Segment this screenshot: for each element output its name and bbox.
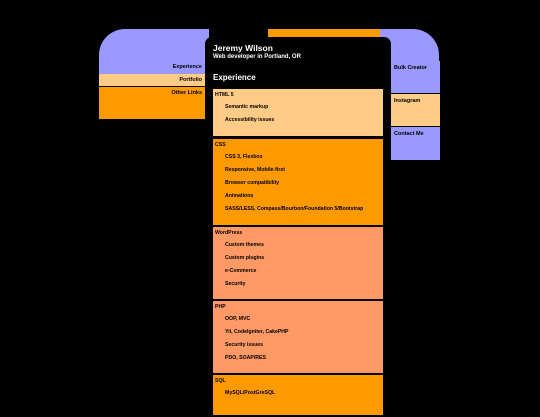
skill-section-title: CSS xyxy=(215,142,226,148)
skill-item: Yii, CodeIgniter, CakePHP xyxy=(225,329,289,335)
page-title: Jeremy Wilson xyxy=(213,43,273,53)
page-subtitle: Web developer in Portland, OR xyxy=(213,54,301,60)
nav-item-instagram[interactable]: Instagram xyxy=(391,94,440,126)
frame-bar-top xyxy=(268,29,380,39)
skill-item: PDO, SOAP/RES xyxy=(225,355,266,361)
skill-item: OOP, MVC xyxy=(225,316,251,322)
skill-section-php: PHP OOP, MVC Yii, CodeIgniter, CakePHP Secu… xyxy=(213,301,383,373)
skill-item: Custom themes xyxy=(225,242,264,248)
section-heading: Experience xyxy=(213,73,256,82)
skill-item: Responsive, Mobile-first xyxy=(225,167,285,173)
skill-item: CSS 3, Flexbox xyxy=(225,154,263,160)
skill-item: Animations xyxy=(225,193,254,199)
skill-item: Accessibility issues xyxy=(225,117,275,123)
nav-item-bulk-creator[interactable]: Bulk Creator xyxy=(391,61,440,93)
skill-section-title: HTML 5 xyxy=(215,92,234,98)
skill-section-sql: SQL MySQL/PostGreSQL xyxy=(213,375,383,415)
skill-item: Browser compatibility xyxy=(225,180,280,186)
skill-item: Semantic markup xyxy=(225,104,269,110)
skill-item: MySQL/PostGreSQL xyxy=(225,390,276,396)
skill-item: e-Commerce xyxy=(225,268,257,274)
skill-section-title: PHP xyxy=(215,304,226,310)
skill-section-title: SQL xyxy=(215,378,226,384)
skill-item: Custom plugins xyxy=(225,255,265,261)
nav-item-other-links[interactable]: Other Links xyxy=(99,87,205,119)
skill-item: Security issues xyxy=(225,342,264,348)
nav-item-contact-me[interactable]: Contact Me xyxy=(391,127,440,160)
skill-section-title: WordPress xyxy=(215,230,243,236)
nav-item-experience[interactable]: Experience xyxy=(99,61,205,73)
skill-item: SASS/LESS, Compass/Bourbon/Foundation 5/… xyxy=(225,206,364,212)
skill-item: Security xyxy=(225,281,246,287)
nav-item-portfolio[interactable]: Portfolio xyxy=(99,74,205,86)
